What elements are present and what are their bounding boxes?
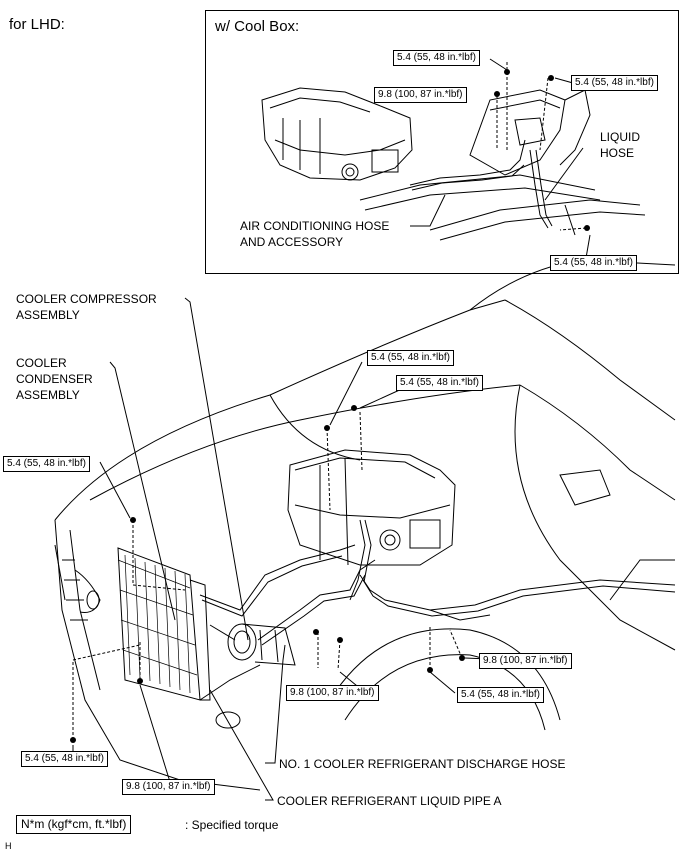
liquid-pipe-label: COOLER REFRIGERANT LIQUID PIPE A [277,794,502,808]
inset-torque-label-2: 9.8 (100, 87 in.*lbf) [374,87,467,103]
torque-label-right-54: 5.4 (55, 48 in.*lbf) [457,687,544,703]
condenser-label-line2: CONDENSER [16,372,93,386]
discharge-hose-label: NO. 1 COOLER REFRIGERANT DISCHARGE HOSE [279,757,566,771]
torque-label-top-2: 5.4 (55, 48 in.*lbf) [396,375,483,391]
ac-hose-label-line1: AIR CONDITIONING HOSE [240,219,390,233]
compressor-label-line1: COOLER COMPRESSOR [16,292,157,306]
inset-torque-label-4: 5.4 (55, 48 in.*lbf) [550,255,637,271]
figure-code: H [5,841,12,851]
legend-description: : Specified torque [185,818,279,832]
torque-label-right-98: 9.8 (100, 87 in.*lbf) [479,653,572,669]
torque-label-bottom-98: 9.8 (100, 87 in.*lbf) [122,779,215,795]
inset-torque-label-3: 5.4 (55, 48 in.*lbf) [571,75,658,91]
inset-torque-label-1: 5.4 (55, 48 in.*lbf) [393,50,480,66]
torque-label-top-1: 5.4 (55, 48 in.*lbf) [367,350,454,366]
compressor-label-line2: ASSEMBLY [16,308,80,322]
condenser-label-line1: COOLER [16,356,67,370]
inset-title: w/ Cool Box: [215,18,300,35]
liquid-hose-label-line2: HOSE [600,146,635,160]
page-title: for LHD: [9,16,65,33]
condenser-label-line3: ASSEMBLY [16,388,80,402]
torque-label-center-98: 9.8 (100, 87 in.*lbf) [286,685,379,701]
torque-label-left: 5.4 (55, 48 in.*lbf) [3,456,90,472]
liquid-hose-label-line1: LIQUID [600,130,641,144]
ac-hose-label-line2: AND ACCESSORY [240,235,344,249]
cool-box-inset [205,10,679,274]
torque-label-bottom-left: 5.4 (55, 48 in.*lbf) [21,751,108,767]
legend-torque-box: N*m (kgf*cm, ft.*lbf) [16,815,132,834]
